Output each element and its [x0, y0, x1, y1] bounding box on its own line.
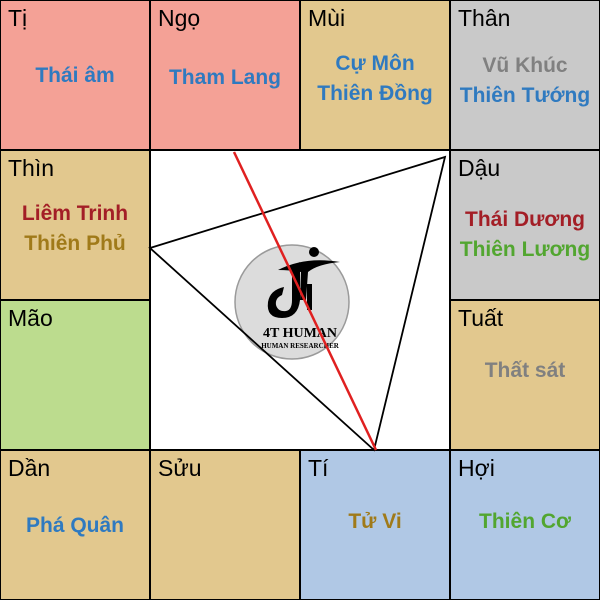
- palace-mao: Mão: [0, 300, 150, 450]
- star-name: Thiên Tướng: [459, 84, 591, 107]
- palace-ngo: Ngọ Tham Lang: [150, 0, 300, 150]
- star-name: Tử Vi: [348, 510, 402, 533]
- star-name: Thiên Phủ: [24, 232, 126, 255]
- logo-subtitle: HUMAN RESEARCHER: [261, 342, 340, 350]
- palace-label: Thìn: [8, 155, 55, 181]
- palace-label: Hợi: [458, 455, 495, 481]
- star-name: Phá Quân: [25, 514, 125, 537]
- palace-label: Sửu: [158, 455, 202, 481]
- palace-mui: Mùi Cự Môn Thiên Đồng: [300, 0, 450, 150]
- star-name: Thiên Đồng: [317, 82, 433, 105]
- triangle-line: [148, 155, 447, 452]
- star-name: Liêm Trinh: [21, 202, 129, 225]
- palace-label: Mão: [8, 305, 53, 331]
- star-name: Thiên Lương: [459, 238, 591, 261]
- red-axis-line: [232, 151, 378, 451]
- star-name: Thất sát: [484, 359, 566, 382]
- palace-label: Dậu: [458, 155, 501, 181]
- palace-thin: Thìn Liêm Trinh Thiên Phủ: [0, 150, 150, 300]
- logo-mark-icon: [267, 262, 300, 318]
- palace-label: Thân: [458, 5, 511, 31]
- palace-dau: Dậu Thái Dương Thiên Lương: [450, 150, 600, 300]
- logo-head-icon: [309, 247, 319, 257]
- palace-label: Mùi: [308, 5, 346, 31]
- star-name: Thái âm: [35, 64, 115, 87]
- palace-label: Dần: [8, 455, 51, 481]
- palace-label: Tí: [308, 455, 329, 481]
- star-name: Tham Lang: [168, 66, 281, 89]
- palace-ty: Tí Tử Vi: [300, 450, 450, 600]
- palace-ti: Tị Thái âm: [0, 0, 150, 150]
- palace-label: Tuất: [458, 305, 504, 331]
- logo-bar-icon: [307, 284, 312, 310]
- star-name: Thiên Cơ: [479, 510, 571, 533]
- palace-dan: Dần Phá Quân: [0, 450, 150, 600]
- star-name: Vũ Khúc: [482, 54, 568, 77]
- logo: 4T HUMAN HUMAN RESEARCHER: [234, 244, 350, 360]
- logo-figure-icon: [278, 260, 340, 300]
- palace-label: Ngọ: [158, 5, 201, 31]
- palace-than: Thân Vũ Khúc Thiên Tướng: [450, 0, 600, 150]
- logo-title: 4T HUMAN: [263, 326, 337, 341]
- star-name: Thái Dương: [465, 208, 585, 231]
- palace-suu: Sửu: [150, 450, 300, 600]
- palace-label: Tị: [8, 5, 28, 31]
- star-name: Cự Môn: [335, 52, 415, 75]
